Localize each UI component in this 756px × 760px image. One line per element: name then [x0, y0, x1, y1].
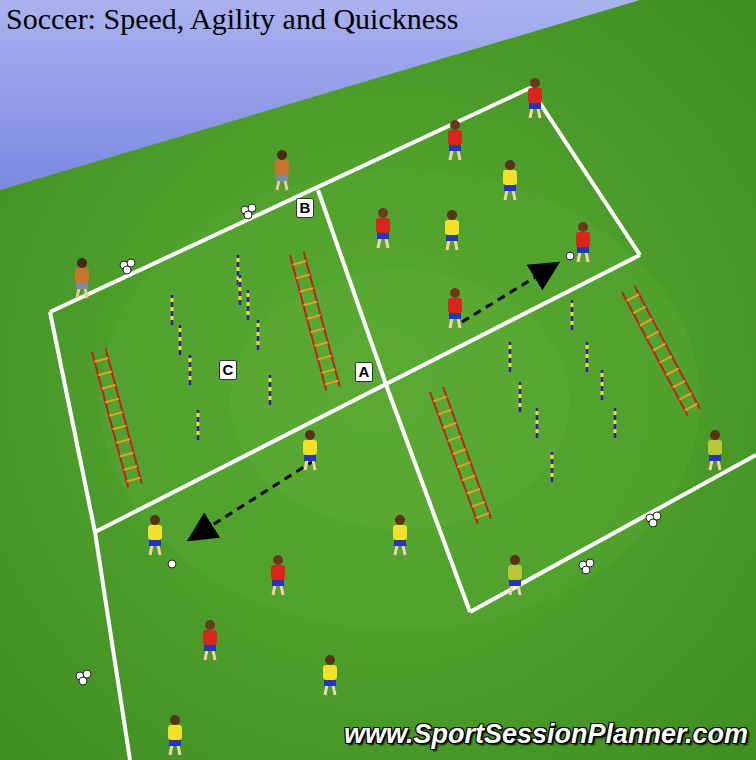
diagram-title: Soccer: Speed, Agility and Quickness	[6, 2, 458, 35]
watermark: www.SportSessionPlanner.com	[344, 720, 748, 750]
area-letter: C	[219, 360, 238, 381]
area-letter: A	[355, 362, 374, 383]
area-letter: B	[296, 198, 315, 219]
